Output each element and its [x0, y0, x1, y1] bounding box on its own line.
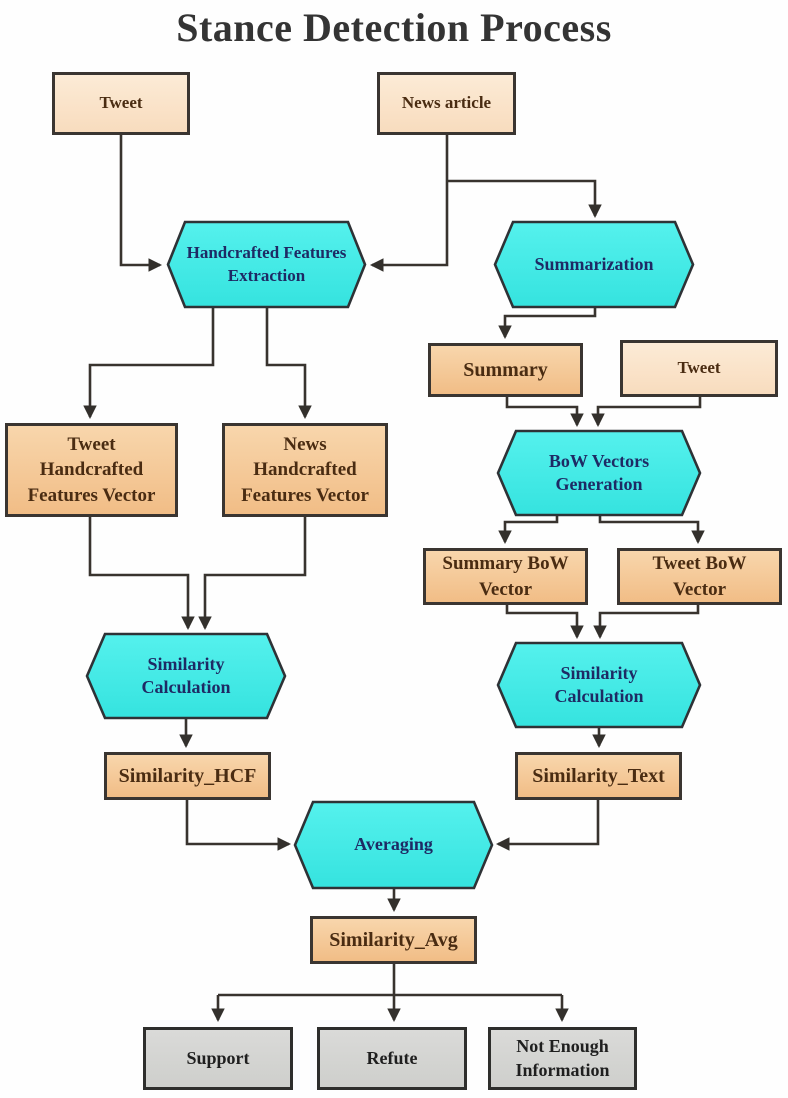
hexagon-hcf-extraction — [166, 220, 367, 309]
hexagon-bow-generation — [496, 429, 702, 517]
edge-bow-to-summarybow — [498, 515, 559, 545]
node-similarity-hcf: Similarity_HCF — [104, 752, 271, 800]
edge-tweetvec-to-simcalc-left — [88, 517, 195, 631]
node-averaging: Averaging — [354, 834, 433, 855]
node-similarity-avg: Similarity_Avg — [310, 916, 477, 964]
edge-newsvec-to-simcalc-left — [198, 517, 307, 631]
node-refute: Refute — [317, 1027, 467, 1090]
node-similarity-text: Similarity_Text — [515, 752, 682, 800]
node-summary: Summary — [428, 343, 583, 397]
edge-news-to-hcf-extraction — [369, 135, 449, 272]
hexagon-similarity-calc-left — [85, 632, 287, 720]
node-bow-vectors-generation: BoW Vectors Generation — [548, 450, 650, 494]
edge-tweetright-to-bow — [591, 397, 702, 428]
node-not-enough-information: Not Enough Information — [488, 1027, 637, 1090]
page-title: Stance Detection Process — [176, 5, 612, 50]
node-handcrafted-features-extraction: Handcrafted Features Extraction — [186, 243, 347, 285]
node-summary-bow-vector: Summary BoW Vector — [423, 548, 588, 605]
node-similarity-calculation-left: Similarity Calculation — [141, 653, 231, 697]
node-tweet-right: Tweet — [620, 340, 778, 397]
edge-hcf-to-news-vector — [265, 307, 312, 420]
edge-simtext-to-averaging — [495, 800, 600, 851]
node-support: Support — [143, 1027, 293, 1090]
edge-summarization-to-summary — [498, 307, 597, 340]
hexagon-summarization — [493, 220, 695, 309]
node-similarity-calculation-right: Similarity Calculation — [554, 662, 644, 706]
node-news-article: News article — [377, 72, 516, 135]
edge-hcf-to-tweet-vector — [83, 307, 215, 420]
node-tweet-top: Tweet — [52, 72, 190, 135]
hexagon-similarity-calc-right — [496, 641, 702, 729]
edge-tweet-to-hcf-extraction — [119, 135, 163, 272]
edge-simhcf-to-averaging — [185, 800, 292, 851]
node-tweet-handcrafted-features-vector: Tweet Handcrafted Features Vector — [5, 423, 178, 517]
edge-news-to-summarization — [447, 179, 602, 219]
edge-tweetbow-to-simcalc-right — [593, 605, 700, 640]
edge-bow-to-tweetbow — [598, 515, 705, 545]
node-news-handcrafted-features-vector: News Handcrafted Features Vector — [222, 423, 388, 517]
hexagon-averaging — [293, 800, 494, 890]
edge-summary-to-bow — [505, 397, 584, 428]
node-summarization: Summarization — [534, 253, 654, 274]
edge-summarybow-to-simcalc-right — [505, 605, 584, 640]
node-tweet-bow-vector: Tweet BoW Vector — [617, 548, 782, 605]
